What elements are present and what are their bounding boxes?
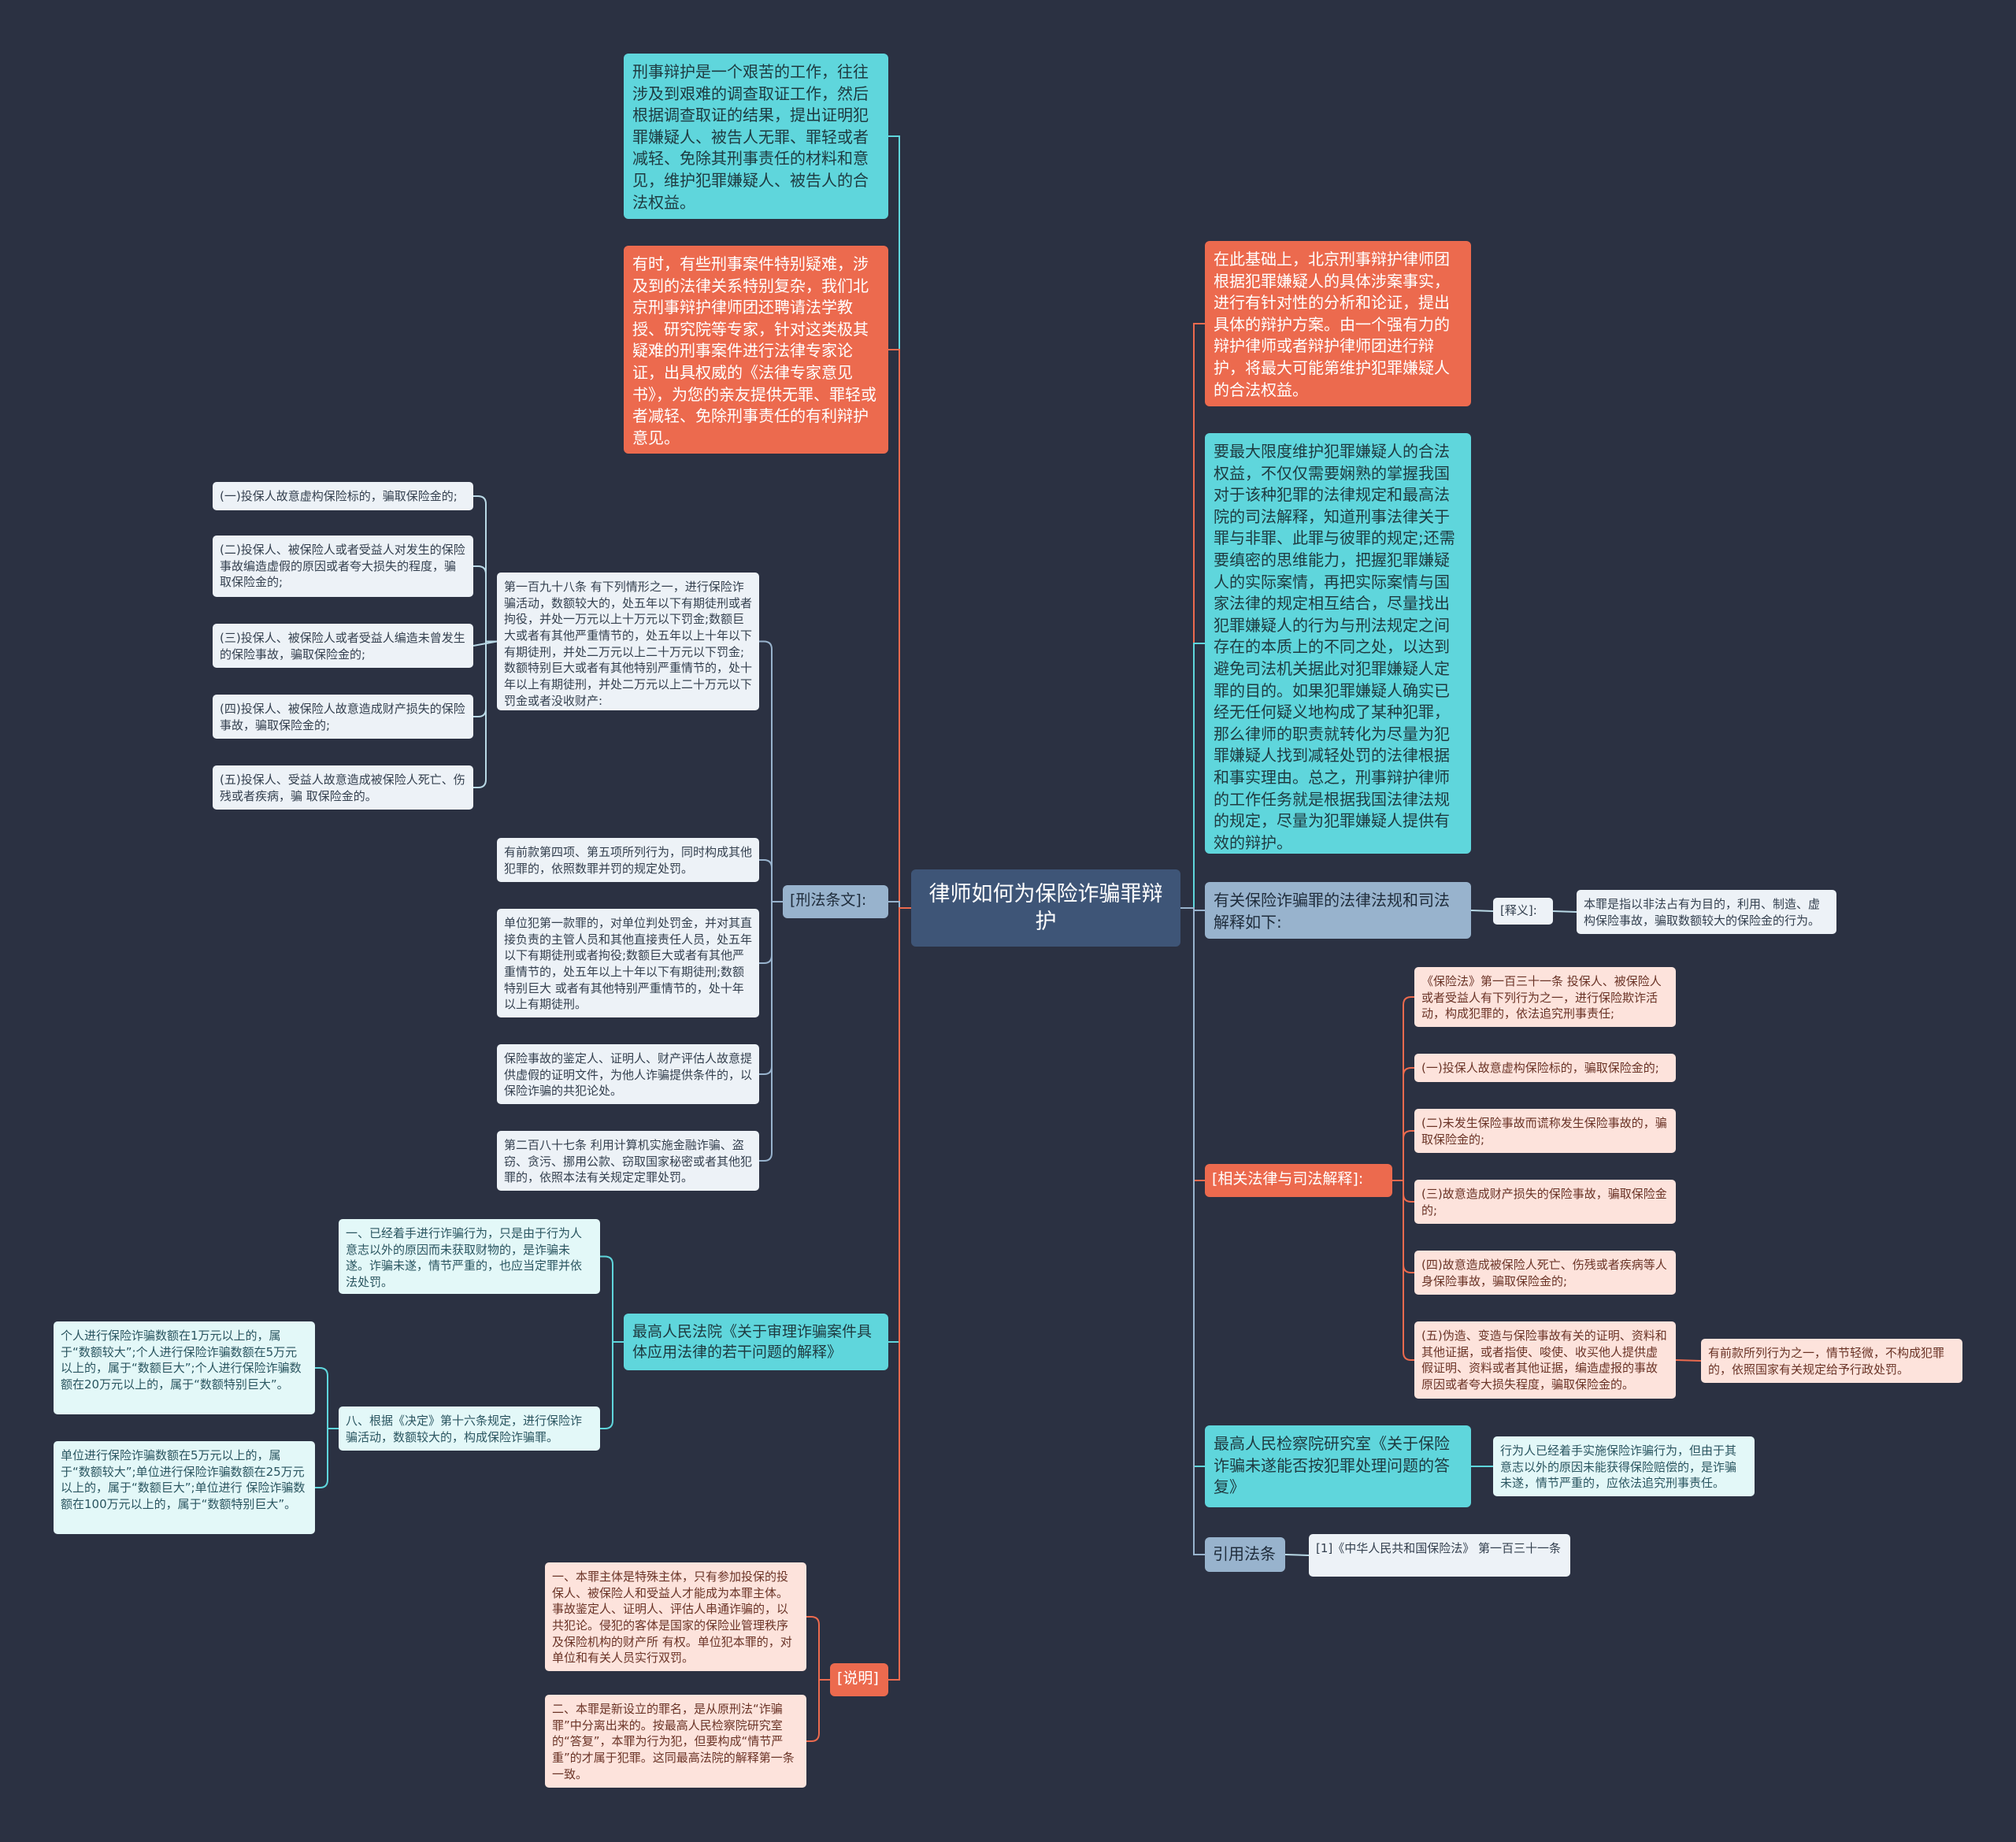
root-link-left-n-law	[888, 901, 911, 909]
law-paragraph-2[interactable]: 有前款第四项、第五项所列行为，同时构成其他犯罪的，依照数罪并罚的规定处罚。	[497, 838, 759, 882]
cited-articles-label[interactable]: 引用法条	[1205, 1537, 1285, 1572]
intro-difficult-work[interactable]: 刑事辩护是一个艰苦的工作，往往涉及到艰难的调查取证工作，然后根据调查取证的结果，…	[624, 54, 888, 219]
root-link-left-n-l2	[888, 349, 911, 909]
article-198-item-4[interactable]: (四)投保人、被保险人故意造成财产损失的保险事故，骗取保险金的;	[213, 695, 473, 739]
art198-link-n-i2	[473, 565, 497, 643]
root-link-right-n-r2	[1180, 643, 1205, 909]
insurance-law-item-4[interactable]: (四)故意造成被保险人死亡、伤残或者疾病等人身保险事故，骗取保险金的;	[1414, 1251, 1676, 1295]
root-link-right-n-r1	[1180, 323, 1205, 909]
law-link-n-a198	[759, 640, 783, 902]
article-198-item-2[interactable]: (二)投保人、被保险人或者受益人对发生的保险事故编造虚假的原因或者夸大损失的程度…	[213, 536, 473, 597]
attempt-fraud-reply[interactable]: 行为人已经着手实施保险诈骗行为，但由于其意志以外的原因未能获得保险赔偿的，是诈骗…	[1493, 1436, 1755, 1496]
root-topic[interactable]: 律师如何为保险诈骗罪辩护	[911, 869, 1180, 947]
article-198[interactable]: 第一百九十八条 有下列情形之一，进行保险诈骗活动，数额较大的，处五年以下有期徒刑…	[497, 573, 759, 710]
clause8-link-n-g1	[315, 1367, 339, 1429]
note-link-n-n1	[806, 1616, 830, 1681]
laws-and-interpretations[interactable]: 有关保险诈骗罪的法律法规和司法解释如下:	[1205, 882, 1471, 939]
article-287[interactable]: 第二百八十七条 利用计算机实施金融诈骗、盗窃、贪污、挪用公款、窃取国家秘密或者其…	[497, 1131, 759, 1191]
interpretation-clause-1[interactable]: 一、已经着手进行诈骗行为，只是由于行为人意志以外的原因而未获取财物的，是诈骗未遂…	[339, 1219, 600, 1294]
art198-link-n-i1	[473, 495, 497, 643]
criminal-law-label[interactable]: [刑法条文]:	[783, 885, 888, 918]
law-paragraph-accomplice[interactable]: 保险事故的鉴定人、证明人、财产评估人故意提供虚假的证明文件，为他人诈骗提供条件的…	[497, 1044, 759, 1104]
insurance-law-item-2[interactable]: (二)未发生保险事故而谎称发生保险事故的，骗取保险金的;	[1414, 1109, 1676, 1153]
art198-link-n-i5	[473, 640, 497, 788]
law-link-n-p5	[759, 901, 783, 1162]
r3-link-n-r3e	[1470, 910, 1494, 912]
explanation-label[interactable]: [释义]:	[1493, 898, 1553, 925]
spc-link-n-c2	[600, 1341, 624, 1429]
cited-insurance-law[interactable]: [1]《中华人民共和国保险法》 第一百三十一条	[1309, 1534, 1570, 1577]
insurance-law-item-3[interactable]: (三)故意造成财产损失的保险事故，骗取保险金的;	[1414, 1180, 1676, 1224]
insurance-law-item-5[interactable]: (五)伪造、变造与保险事故有关的证明、资料和其他证据，或者指使、唆使、收买他人提…	[1414, 1321, 1676, 1399]
root-topic-text: 律师如何为保险诈骗罪辩护	[928, 881, 1163, 934]
supreme-court-interpretation[interactable]: 最高人民法院《关于审理诈骗案件具体应用法律的若干问题的解释》	[624, 1314, 888, 1370]
insurance-law-item-1[interactable]: (一)投保人故意虚构保险标的，骗取保险金的;	[1414, 1054, 1676, 1082]
amount-threshold-individual[interactable]: 个人进行保险诈骗数额在1万元以上的，属于“数额较大”;个人进行保险诈骗数额在5万…	[54, 1321, 315, 1414]
procuratorate-reply[interactable]: 最高人民检察院研究室《关于保险诈骗未遂能否按犯罪处理问题的答复》	[1205, 1425, 1471, 1507]
amount-threshold-unit[interactable]: 单位进行保险诈骗数额在5万元以上的，属于“数额较大”;单位进行保险诈骗数额在25…	[54, 1441, 315, 1534]
crime-definition[interactable]: 本罪是指以非法占有为目的，利用、制造、虚构保险事故，骗取数额较大的保险金的行为。	[1577, 890, 1836, 934]
article-198-item-3[interactable]: (三)投保人、被保险人或者受益人编造未曾发生的保险事故，骗取保险金的;	[213, 624, 473, 668]
intro-expert-opinion[interactable]: 有时，有些刑事案件特别疑难，涉及到的法律关系特别复杂，我们北京刑事辩护律师团还聘…	[624, 246, 888, 454]
defense-plan[interactable]: 在此基础上，北京刑事辩护律师团根据犯罪嫌疑人的具体涉案事实，进行有针对性的分析和…	[1205, 241, 1471, 406]
note-link-n-n2	[806, 1679, 830, 1742]
law-paragraph-unit[interactable]: 单位犯第一款罪的，对单位判处罚金，并对其直接负责的主管人员和其他直接责任人员，处…	[497, 909, 759, 1017]
r4-link-n-r4c	[1392, 1130, 1414, 1181]
interpretation-clause-8[interactable]: 八、根据《决定》第十六条规定，进行保险诈骗活动，数额较大的，构成保险诈骗罪。	[339, 1407, 600, 1451]
insurance-law-article-131[interactable]: 《保险法》第一百三十一条 投保人、被保险人或者受益人有下列行为之一，进行保险欺诈…	[1414, 967, 1676, 1027]
clause8-link-n-g2	[315, 1428, 339, 1488]
root-link-right-n-r5	[1180, 907, 1205, 1467]
note-2[interactable]: 二、本罪是新设立的罪名，是从原刑法“诈骗罪”中分离出来的。按最高人民检察院研究室…	[545, 1695, 806, 1788]
note-1[interactable]: 一、本罪主体是特殊主体，只有参加投保的投保人、被保险人和受益人才能成为本罪主体。…	[545, 1562, 806, 1671]
article-198-item-5[interactable]: (五)投保人、受益人故意造成被保险人死亡、伤残或者疾病，骗 取保险金的。	[213, 765, 473, 810]
related-laws-label[interactable]: [相关法律与司法解释]:	[1205, 1164, 1392, 1197]
root-link-right-n-r6	[1180, 907, 1205, 1555]
note-label[interactable]: [说明]	[830, 1663, 888, 1696]
root-link-right-n-r4	[1180, 907, 1205, 1181]
r3e-link-n-r3x	[1552, 910, 1577, 913]
defense-principles[interactable]: 要最大限度维护犯罪嫌疑人的合法权益，不仅仅需要娴熟的掌握我国对于该种犯罪的法律规…	[1205, 433, 1471, 854]
law-link-n-p2	[759, 859, 783, 902]
r4-link-n-r4a	[1392, 996, 1414, 1181]
spc-link-n-c1	[600, 1255, 624, 1343]
r4-link-n-r4b	[1392, 1067, 1414, 1181]
r4f-link-n-r4g	[1675, 1359, 1702, 1362]
r4-link-n-r4f	[1392, 1180, 1414, 1361]
root-link-left-n-note	[888, 907, 911, 1681]
article-198-item-1[interactable]: (一)投保人故意虚构保险标的，骗取保险金的;	[213, 482, 473, 510]
administrative-penalty-note[interactable]: 有前款所列行为之一，情节轻微，不构成犯罪的，依照国家有关规定给予行政处罚。	[1701, 1339, 1962, 1383]
